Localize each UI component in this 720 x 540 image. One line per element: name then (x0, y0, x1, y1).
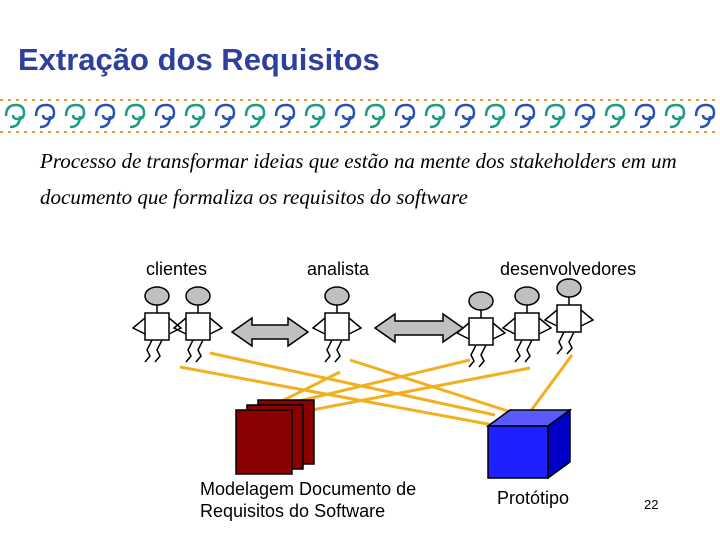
double-arrow-clientes-analista (230, 316, 310, 348)
label-analista: analista (307, 259, 370, 279)
person-figure-cliente-2 (173, 286, 223, 363)
person-figure-dev-1 (456, 291, 506, 368)
connector-line (209, 351, 496, 417)
scroll-motif (244, 103, 266, 129)
scroll-motif (4, 103, 26, 129)
scroll-motif (694, 103, 716, 129)
scroll-motif (274, 103, 296, 129)
scroll-motif (634, 103, 656, 129)
scroll-motif (154, 103, 176, 129)
scroll-motif (214, 103, 236, 129)
decorative-border (0, 99, 720, 133)
intro-text: Processo de transformar ideias que estão… (40, 149, 677, 209)
scroll-motif (124, 103, 146, 129)
label-modelagem-documento: Modelagem Documento de Requisitos do Sof… (200, 479, 417, 521)
prototype-cube-icon (485, 408, 573, 480)
person-figure-cliente-1 (132, 286, 182, 363)
scroll-motif (364, 103, 386, 129)
connector-line (179, 365, 521, 432)
scroll-motif (304, 103, 326, 129)
double-arrow-analista-dev (373, 312, 465, 344)
slide-title: Extração dos Requisitos (18, 42, 380, 77)
scroll-motif (604, 103, 626, 129)
scroll-motif (454, 103, 476, 129)
scroll-motif (394, 103, 416, 129)
person-figure-analista (312, 286, 362, 363)
scroll-motif (484, 103, 506, 129)
person-figure-dev-3 (544, 278, 594, 355)
connector-line (528, 354, 574, 413)
label-prototipo: Protótipo (497, 488, 570, 508)
scroll-motif (94, 103, 116, 129)
scroll-motif (664, 103, 686, 129)
label-desenvolvedores: desenvolvedores (500, 259, 637, 279)
scroll-motif (544, 103, 566, 129)
scroll-motif (64, 103, 86, 129)
scroll-motif (34, 103, 56, 129)
scroll-motif (574, 103, 596, 129)
page-number: 22 (644, 497, 659, 512)
scroll-motif (184, 103, 206, 129)
person-figure-dev-2 (502, 286, 552, 363)
document-stack-icon (235, 399, 315, 475)
scroll-motif (334, 103, 356, 129)
scroll-motif (424, 103, 446, 129)
label-clientes: clientes (146, 259, 208, 279)
scroll-motif (514, 103, 536, 129)
